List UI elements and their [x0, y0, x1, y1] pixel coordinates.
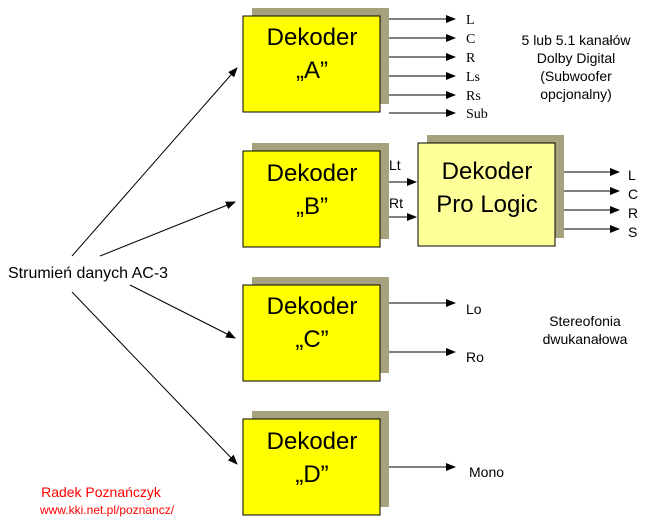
output-label-a-ls: Ls	[466, 70, 480, 85]
author-url-link[interactable]: www.kki.net.pl/poznancz/	[39, 503, 175, 517]
source-label: Strumień danych AC-3	[8, 265, 168, 282]
decoder-b-box	[242, 150, 381, 248]
output-label-pl-r: R	[628, 205, 638, 221]
decoder-c-outputs: Lo Ro	[389, 299, 484, 365]
link-label-lt: Lt	[389, 157, 401, 173]
output-label-a-c: C	[466, 32, 475, 47]
output-label-a-rs: Rs	[466, 89, 481, 104]
decoder-d-title: Dekoder	[267, 428, 358, 455]
output-label-c-lo: Lo	[466, 301, 482, 317]
decoder-c: Dekoder „C”	[242, 277, 389, 382]
output-label-d-mono: Mono	[469, 464, 504, 480]
note-c: Stereofonia dwukanałowa	[543, 313, 628, 347]
decoder-b: Dekoder „B”	[242, 143, 389, 248]
decoder-b-letter: „B”	[296, 193, 328, 220]
decoder-c-letter: „C”	[295, 326, 328, 353]
output-label-a-r: R	[466, 51, 476, 66]
arrow-to-decoder-c	[129, 284, 236, 339]
link-label-rt: Rt	[389, 195, 403, 211]
note-a-line-1: 5 lub 5.1 kanałów	[522, 32, 632, 48]
arrow-to-decoder-d	[71, 291, 238, 465]
pro-logic-box	[417, 142, 556, 247]
note-a: 5 lub 5.1 kanałów Dolby Digital (Subwoof…	[522, 32, 632, 102]
decoder-d-letter: „D”	[295, 461, 328, 488]
pro-logic-title: Dekoder	[442, 158, 533, 185]
output-label-pl-l: L	[628, 167, 636, 183]
pro-logic-subtitle: Pro Logic	[436, 191, 537, 218]
decoder-a-letter: „A”	[296, 57, 328, 84]
arrow-to-decoder-a	[71, 67, 238, 257]
decoder-d-box	[242, 418, 381, 516]
note-c-line-2: dwukanałowa	[543, 331, 628, 347]
output-label-a-l: L	[466, 13, 475, 28]
decoder-a-box	[242, 15, 381, 113]
output-label-pl-c: C	[628, 186, 638, 202]
decoder-d: Dekoder „D”	[242, 411, 389, 516]
decoder-b-title: Dekoder	[267, 160, 358, 187]
pro-logic-decoder: Dekoder Pro Logic	[417, 135, 564, 247]
note-a-line-3: (Subwoofer	[540, 68, 612, 84]
note-a-line-4: opcjonalny)	[540, 86, 612, 102]
pro-logic-outputs: L C R S	[564, 167, 638, 240]
note-a-line-2: Dolby Digital	[537, 50, 616, 66]
decoder-a-outputs: L C R Ls Rs Sub	[389, 13, 488, 122]
decoder-d-outputs: Mono	[389, 463, 504, 480]
decoder-a: Dekoder „A”	[242, 8, 389, 113]
decoder-a-title: Dekoder	[267, 24, 358, 51]
output-label-a-sub: Sub	[466, 107, 488, 122]
arrow-to-decoder-b	[99, 201, 236, 257]
note-c-line-1: Stereofonia	[549, 313, 621, 329]
author-credit: Radek Poznańczyk	[41, 484, 162, 500]
decoder-c-box	[242, 284, 381, 382]
decoder-c-title: Dekoder	[267, 293, 358, 320]
output-label-pl-s: S	[628, 224, 637, 240]
author-url[interactable]: www.kki.net.pl/poznancz/	[39, 503, 175, 517]
output-label-c-ro: Ro	[466, 349, 484, 365]
decoder-b-links: Lt Rt	[389, 157, 417, 221]
